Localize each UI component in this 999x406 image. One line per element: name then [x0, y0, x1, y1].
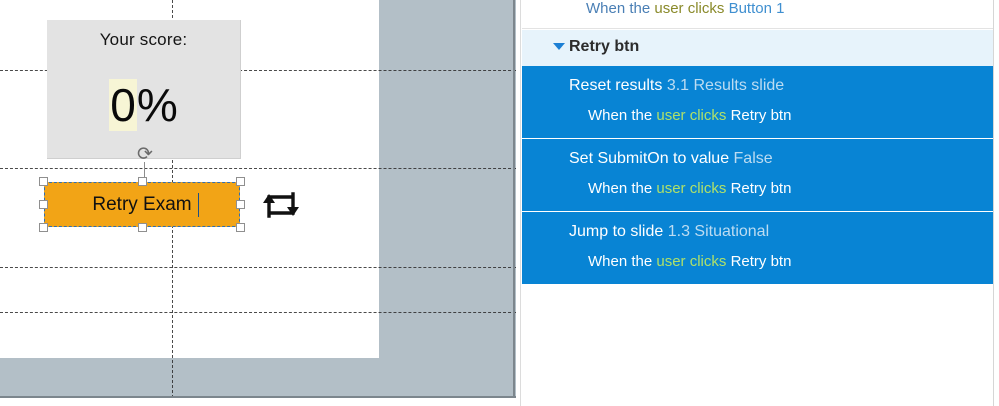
- scrolled-trigger-prefix: When the: [586, 0, 655, 17]
- canvas-frame-right-edge: [513, 0, 515, 398]
- action-description: Reset results 3.1 Results slide: [569, 77, 784, 95]
- trigger-group-title: Retry btn: [569, 38, 640, 55]
- row-separator: [522, 211, 993, 212]
- trigger-object: Retry btn: [730, 180, 792, 197]
- canvas-outer-bottom-gap: [0, 398, 516, 406]
- action-trigger-condition: When the user clicks Retry btn: [588, 107, 791, 124]
- trigger-object: Retry btn: [730, 107, 792, 124]
- action-description: Set SubmitOn to value False: [569, 150, 773, 168]
- action-parameter: 1.3 Situational: [667, 223, 770, 240]
- trigger-event: user clicks: [656, 253, 731, 270]
- retry-exam-button-label: Retry Exam: [92, 193, 192, 215]
- chevron-down-icon[interactable]: [553, 43, 565, 50]
- score-percent-sign: %: [136, 79, 178, 131]
- score-text-box[interactable]: Your score: 0%: [47, 20, 241, 159]
- resize-handle-top-left[interactable]: [39, 177, 48, 186]
- row-separator: [522, 138, 993, 139]
- action-trigger-condition: When the user clicks Retry btn: [588, 253, 791, 270]
- trigger-prefix: When the: [588, 107, 657, 124]
- canvas-frame-bottom-edge: [0, 396, 516, 398]
- trigger-prefix: When the: [588, 180, 657, 197]
- guide-horizontal-1[interactable]: [0, 70, 516, 72]
- action-parameter: 3.1 Results slide: [666, 77, 785, 94]
- rotate-handle-icon[interactable]: ⟳: [137, 144, 153, 165]
- rotate-handle-stem: [144, 162, 145, 178]
- score-label: Your score:: [99, 30, 188, 49]
- retry-exam-shape-selection[interactable]: Retry Exam: [39, 177, 245, 232]
- resize-handle-bottom-center[interactable]: [138, 223, 147, 232]
- panel-divider: [520, 0, 521, 406]
- resize-handle-middle-left[interactable]: [39, 200, 48, 209]
- trigger-group-header[interactable]: Retry btn: [522, 30, 993, 66]
- triggers-panel[interactable]: When the user clicks Button 1 Retry btn …: [522, 0, 994, 406]
- text-edit-caret: [198, 193, 199, 217]
- scrolled-trigger-object: Button 1: [728, 0, 785, 17]
- action-trigger-condition: When the user clicks Retry btn: [588, 180, 791, 197]
- trigger-action-row[interactable]: Set SubmitOn to value False When the use…: [522, 139, 993, 211]
- action-parameter: False: [733, 150, 773, 167]
- slide-editor-canvas[interactable]: Your score: 0% ⟳ Retry Exam: [0, 0, 516, 406]
- loop-repeat-icon: [259, 186, 303, 224]
- trigger-event: user clicks: [656, 107, 731, 124]
- action-verb: Jump to slide: [569, 223, 668, 240]
- action-description: Jump to slide 1.3 Situational: [569, 223, 769, 241]
- resize-handle-bottom-right[interactable]: [236, 223, 245, 232]
- scrolled-trigger-event: user clicks: [654, 0, 729, 17]
- retry-exam-button[interactable]: [44, 182, 240, 227]
- trigger-action-row[interactable]: Jump to slide 1.3 Situational When the u…: [522, 212, 993, 284]
- action-verb: Set SubmitOn to value: [569, 150, 734, 167]
- trigger-object: Retry btn: [730, 253, 792, 270]
- resize-handle-middle-right[interactable]: [236, 200, 245, 209]
- score-value: 0%: [47, 78, 240, 132]
- resize-handle-bottom-left[interactable]: [39, 223, 48, 232]
- resize-handle-top-center[interactable]: [138, 177, 147, 186]
- guide-horizontal-2[interactable]: [0, 168, 516, 170]
- score-variable-reference: 0: [109, 79, 137, 131]
- resize-handle-top-right[interactable]: [236, 177, 245, 186]
- guide-horizontal-4[interactable]: [0, 312, 516, 314]
- trigger-action-row[interactable]: Reset results 3.1 Results slide When the…: [522, 66, 993, 138]
- scrolled-trigger-line[interactable]: When the user clicks Button 1: [522, 0, 993, 18]
- action-verb: Reset results: [569, 77, 667, 94]
- panel-top-rule: [522, 28, 993, 29]
- trigger-prefix: When the: [588, 253, 657, 270]
- trigger-event: user clicks: [656, 180, 731, 197]
- guide-horizontal-3[interactable]: [0, 267, 516, 269]
